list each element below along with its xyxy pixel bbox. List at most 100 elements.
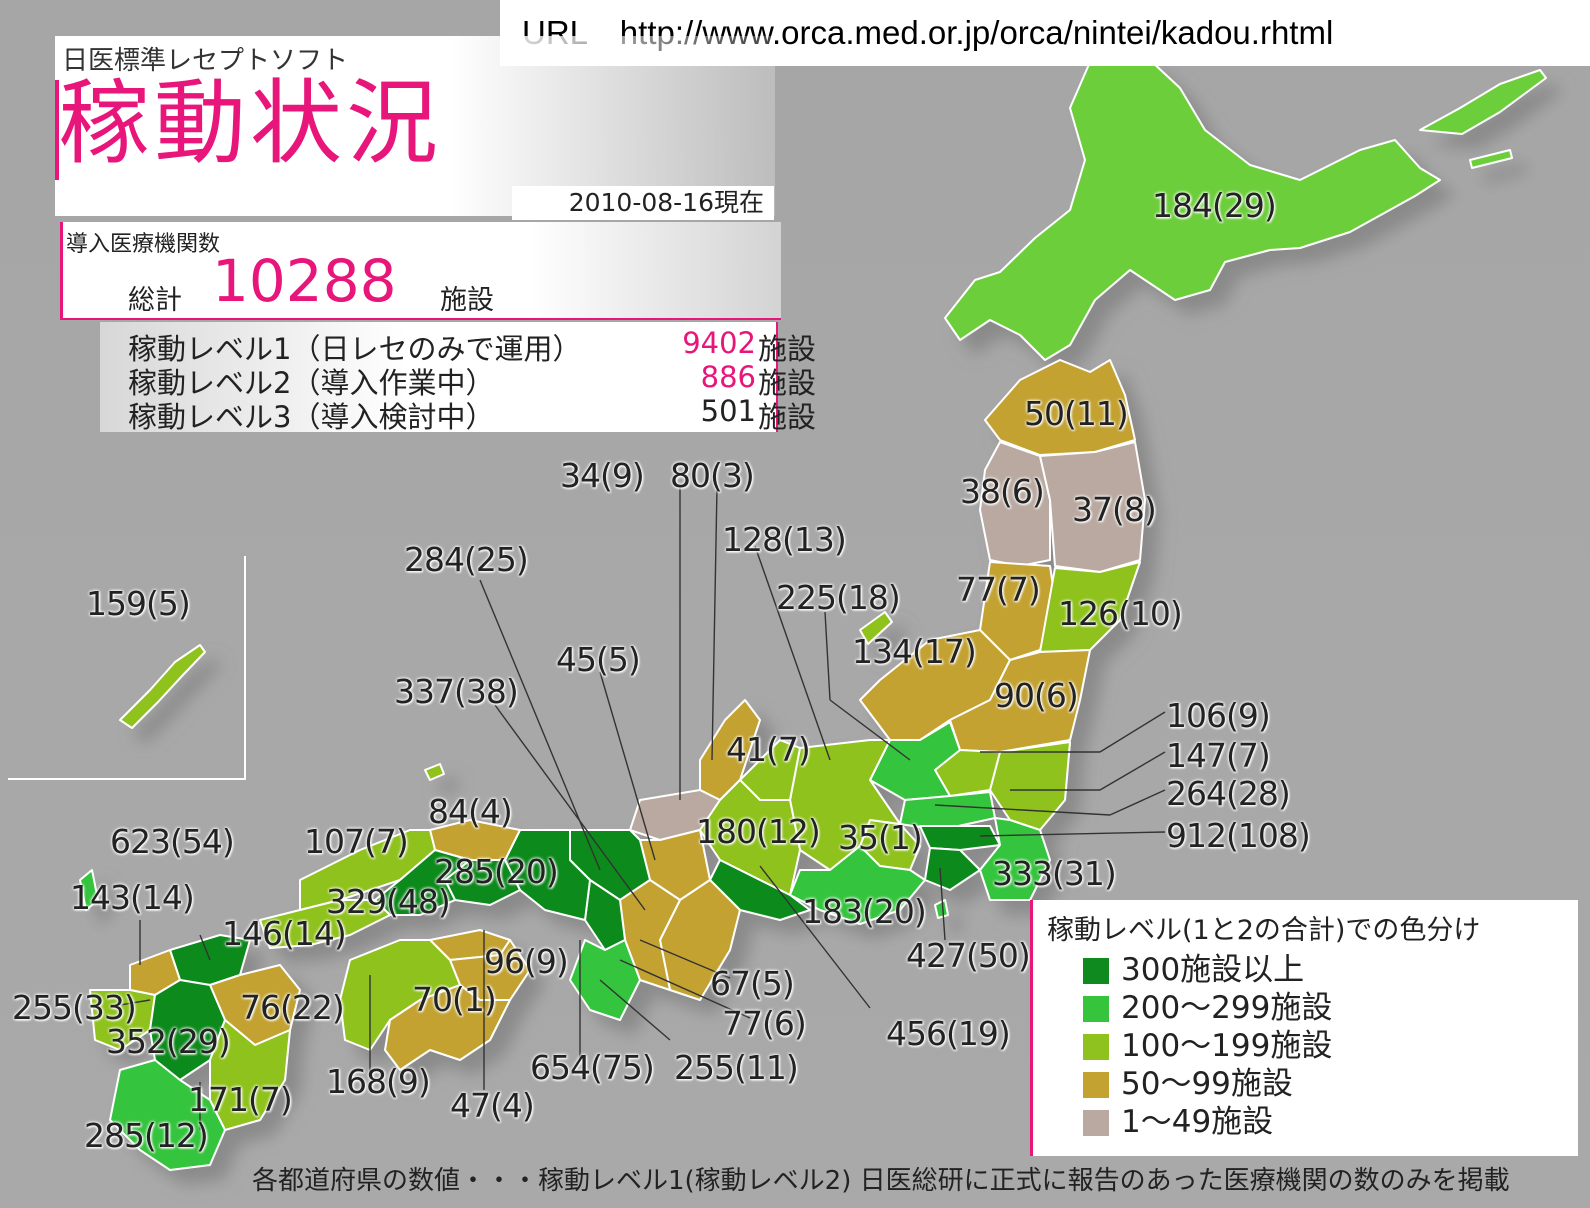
pref-label: 35(1): [838, 818, 923, 857]
pref-kochi: [384, 984, 511, 1071]
legend-swatch: [1083, 1034, 1109, 1060]
pref-label: 623(54): [110, 822, 235, 861]
level-1-unit: 施設: [758, 332, 817, 366]
pref-miyazaki: [209, 1019, 291, 1131]
pref-label: 84(4): [428, 792, 513, 831]
pref-label: 70(1): [412, 980, 497, 1019]
level-3-value: 501: [700, 394, 756, 428]
pref-label: 38(6): [960, 472, 1045, 511]
pref-label: 333(31): [992, 854, 1117, 893]
legend: 稼動レベル(1と2の合計)での色分け 300施設以上 200～299施設 100…: [1030, 900, 1578, 1156]
total-suffix: 施設: [440, 285, 494, 316]
pref-label: 50(11): [1024, 394, 1129, 433]
pref-kagoshima: [109, 1059, 226, 1171]
pref-label: 264(28): [1166, 774, 1291, 813]
leader-lines: [119, 486, 1166, 1130]
pref-label: 77(7): [956, 570, 1041, 609]
pref-label: 76(22): [240, 988, 345, 1027]
pref-label: 96(9): [484, 942, 569, 981]
pref-label: 126(10): [1058, 594, 1183, 633]
total-count: 10288: [212, 247, 397, 315]
pref-label: 90(6): [994, 676, 1079, 715]
legend-swatch: [1083, 1110, 1109, 1136]
region-hokkaido-islands: [1419, 69, 1547, 169]
pref-label: 168(9): [326, 1062, 431, 1101]
pref-label: 106(9): [1166, 696, 1271, 735]
legend-swatch: [1083, 1072, 1109, 1098]
legend-label: 50～99施設: [1121, 1066, 1293, 1102]
legend-label: 1～49施設: [1121, 1104, 1274, 1140]
region-hokkaido: [944, 59, 1441, 361]
page-title: 稼動状況: [58, 70, 443, 177]
pref-label: 47(4): [450, 1086, 535, 1125]
inset-border-vertical: [244, 556, 246, 780]
pref-iwate: [1039, 441, 1146, 573]
pref-label: 34(9): [560, 456, 645, 495]
legend-label: 300施設以上: [1121, 952, 1305, 988]
legend-label: 200～299施設: [1121, 990, 1333, 1026]
footer-note: 各都道府県の数値・・・稼動レベル1(稼動レベル2) 日医総研に正式に報告のあった…: [252, 1166, 1510, 1196]
island-izu: [934, 899, 949, 919]
pref-label: 912(108): [1166, 816, 1311, 855]
level-2-unit: 施設: [758, 366, 817, 400]
pref-kanagawa: [924, 847, 981, 891]
legend-title: 稼動レベル(1と2の合計)での色分け: [1047, 915, 1481, 946]
level-3-label: 稼動レベル3（導入検討中）: [128, 400, 495, 434]
level-3-unit: 施設: [758, 400, 817, 434]
pref-label: 255(11): [674, 1048, 799, 1087]
legend-swatch: [1083, 996, 1109, 1022]
pref-label: 143(14): [70, 878, 195, 917]
pref-label: 41(7): [726, 730, 811, 769]
pref-label: 183(20): [802, 892, 927, 931]
pref-label: 225(18): [776, 578, 901, 617]
island-oki: [424, 763, 445, 781]
pref-label: 134(17): [852, 632, 977, 671]
level-1-label: 稼動レベル1（日レセのみで運用）: [128, 332, 582, 366]
pref-label: 255(33): [12, 988, 137, 1027]
pref-tokyo: [919, 825, 1001, 851]
pref-label: 285(12): [84, 1116, 209, 1155]
pref-aomori: [984, 359, 1136, 456]
pref-label: 37(8): [1072, 490, 1157, 529]
island-sado: [859, 611, 893, 645]
pref-label: 456(19): [886, 1014, 1011, 1053]
pref-label: 80(3): [670, 456, 755, 495]
as-of-date: 2010-08-16現在: [512, 186, 774, 220]
inset-border-horizontal: [8, 778, 246, 780]
pref-okinawa: [119, 644, 206, 729]
level-2-label: 稼動レベル2（導入作業中）: [128, 366, 495, 400]
pref-label: 352(29): [106, 1022, 231, 1061]
pref-label: 147(7): [1166, 736, 1271, 775]
legend-swatch: [1083, 958, 1109, 984]
pref-label: 285(20): [434, 852, 559, 891]
pref-label: 284(25): [404, 540, 529, 579]
pref-shizuoka: [789, 845, 926, 925]
pref-label: 146(14): [222, 914, 347, 953]
subtitle: 日医標準レセプトソフト: [62, 46, 349, 76]
title-accent-bar: [55, 80, 59, 180]
pref-label: 337(38): [394, 672, 519, 711]
level-2-value: 886: [700, 360, 756, 394]
pref-label: 107(7): [304, 822, 409, 861]
level-1-value: 9402: [682, 326, 756, 360]
pref-ibaraki: [989, 741, 1071, 831]
pref-label: 159(5): [86, 584, 191, 623]
total-heading: 導入医療機関数: [66, 232, 221, 257]
pref-label: 654(75): [530, 1048, 655, 1087]
pref-label: 427(50): [906, 936, 1031, 975]
levels-panel: [100, 322, 778, 432]
pref-gunma: [869, 721, 961, 801]
pref-label: 67(5): [710, 964, 795, 1003]
total-prefix: 総計: [128, 285, 182, 316]
legend-label: 100～199施設: [1121, 1028, 1333, 1064]
pref-yamaguchi: [259, 899, 391, 949]
total-box: [60, 222, 781, 320]
pref-label: 171(7): [188, 1080, 293, 1119]
pref-label: 128(13): [722, 520, 847, 559]
island-tsushima: [79, 869, 99, 911]
pref-label: 329(48): [326, 882, 451, 921]
pref-label: 184(29): [1152, 186, 1277, 225]
pref-label: 45(5): [556, 640, 641, 679]
